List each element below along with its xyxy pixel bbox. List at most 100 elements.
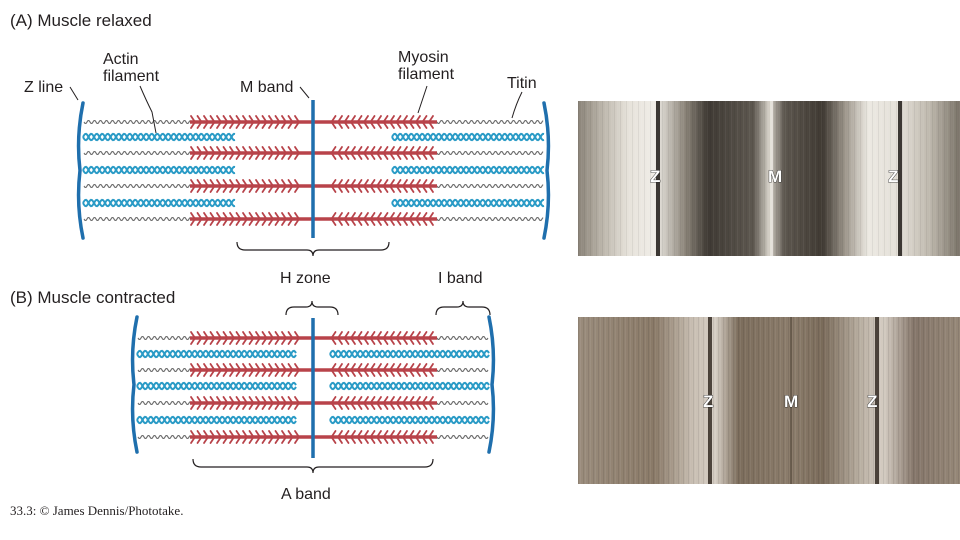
myosin-head (242, 212, 248, 226)
myosin-head (382, 146, 389, 160)
myosin-head (395, 115, 402, 129)
myosin-head (337, 396, 343, 410)
z-line (542, 101, 551, 240)
myosin-head (415, 430, 421, 444)
myosin-head (274, 115, 281, 129)
myosin-head (196, 331, 203, 345)
myosin-head (242, 363, 248, 377)
myosin-head (196, 396, 203, 410)
actin-strand (329, 415, 490, 425)
actin-filament-label-line2: filament (103, 68, 160, 85)
z-line (130, 315, 139, 454)
myosin-head (363, 363, 369, 377)
actin-strand (391, 198, 545, 208)
myosin-head (242, 179, 248, 193)
myosin-head (268, 331, 274, 345)
myosin-head (395, 212, 402, 226)
myosin-head (229, 331, 235, 345)
myosin-head (408, 363, 415, 377)
myosin-head (382, 363, 389, 377)
titin-strand (137, 368, 191, 372)
myosin-head (408, 212, 415, 226)
myosin-head (343, 331, 350, 345)
myosin-head (261, 430, 268, 444)
h-zone-label: H zone (280, 270, 331, 287)
myosin-head (216, 146, 222, 160)
myosin-head (268, 212, 274, 226)
m-band-leader (299, 86, 310, 99)
myosin-head (287, 179, 294, 193)
myosin-head (376, 146, 382, 160)
z-line (487, 315, 496, 454)
myosin-head (389, 179, 395, 193)
myosin-head (216, 363, 222, 377)
myosin-head (281, 115, 287, 129)
myosin-head (281, 331, 287, 345)
myosin-head (428, 115, 434, 129)
myosin-head (395, 146, 402, 160)
myosin-head (281, 212, 287, 226)
myosin-head (343, 115, 350, 129)
myosin-head (402, 331, 408, 345)
myosin-head (408, 396, 415, 410)
myosin-head (376, 212, 382, 226)
myosin-head (350, 363, 356, 377)
actin-strand (82, 132, 236, 142)
myosin-head (268, 430, 274, 444)
myosin-head (382, 430, 389, 444)
h-zone-bracket-contracted (285, 300, 339, 316)
myosin-head (337, 331, 343, 345)
myosin-head (222, 430, 229, 444)
myosin-head (350, 179, 356, 193)
myosin-head (395, 430, 402, 444)
myosin-head (281, 179, 287, 193)
myosin-head (330, 363, 337, 377)
myosin-head (274, 212, 281, 226)
myosin-head (382, 396, 389, 410)
myosin-head (294, 179, 300, 193)
myosin-head (196, 430, 203, 444)
myosin-head (216, 115, 222, 129)
myosin-head (369, 179, 376, 193)
myosin-head (203, 430, 209, 444)
myosin-head (190, 115, 196, 129)
myosin-head (196, 146, 203, 160)
myosin-head (369, 331, 376, 345)
titin-strand (436, 120, 544, 124)
myosin-head (222, 363, 229, 377)
myosin-head (330, 331, 337, 345)
myosin-head (395, 331, 402, 345)
myosin-head (363, 115, 369, 129)
myosin-head (209, 331, 216, 345)
myosin-head (229, 430, 235, 444)
myosin-head (268, 179, 274, 193)
myosin-head (209, 115, 216, 129)
myosin-head (203, 212, 209, 226)
myosin-head (369, 363, 376, 377)
myosin-head (281, 363, 287, 377)
myosin-head (222, 396, 229, 410)
myosin-head (376, 363, 382, 377)
m-band-label: M band (240, 79, 294, 96)
z-line-leader (69, 86, 79, 101)
myosin-head (389, 115, 395, 129)
image-credit: 33.3: © James Dennis/Phototake. (10, 503, 184, 518)
myosin-head (337, 146, 343, 160)
myosin-head (382, 331, 389, 345)
titin-strand (83, 217, 191, 221)
titin-strand (436, 401, 489, 405)
myosin-head (428, 146, 434, 160)
myosin-head (209, 179, 216, 193)
myosin-head (281, 146, 287, 160)
myosin-head (235, 179, 242, 193)
myosin-head (421, 115, 428, 129)
actin-strand (329, 349, 490, 359)
myosin-head (382, 179, 389, 193)
myosin-head (428, 331, 434, 345)
micrograph-contracted-m: M (784, 392, 798, 411)
myosin-head (229, 363, 235, 377)
myosin-head (248, 331, 255, 345)
myosin-head (255, 331, 261, 345)
myosin-head (389, 331, 395, 345)
myosin-head (389, 363, 395, 377)
